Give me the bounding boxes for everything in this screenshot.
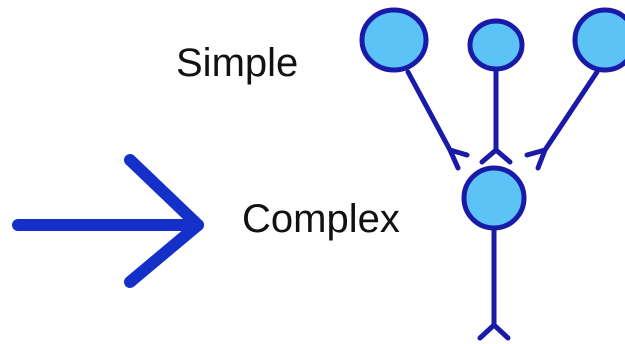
simple-cell-middle [467,18,525,72]
arrow-head [124,154,204,288]
complex-label: Complex [242,197,400,241]
simple-cell-right-axon [524,69,600,158]
simple-cell-right [572,7,625,73]
right-arrow-icon [12,154,204,288]
complex-cell-body [461,165,527,231]
simple-cell-middle-synapse [479,147,513,165]
complex-cell-output-synapse [477,322,511,341]
complex-cell-axon [477,225,511,341]
simple-cell-left-synapse [447,147,461,171]
simple-label: Simple [176,41,298,85]
simple-cell-axons [405,67,600,171]
simple-cell-left-axon [405,69,470,158]
simple-cell-right-synapse [535,147,548,171]
simple-cell-left [359,7,429,73]
